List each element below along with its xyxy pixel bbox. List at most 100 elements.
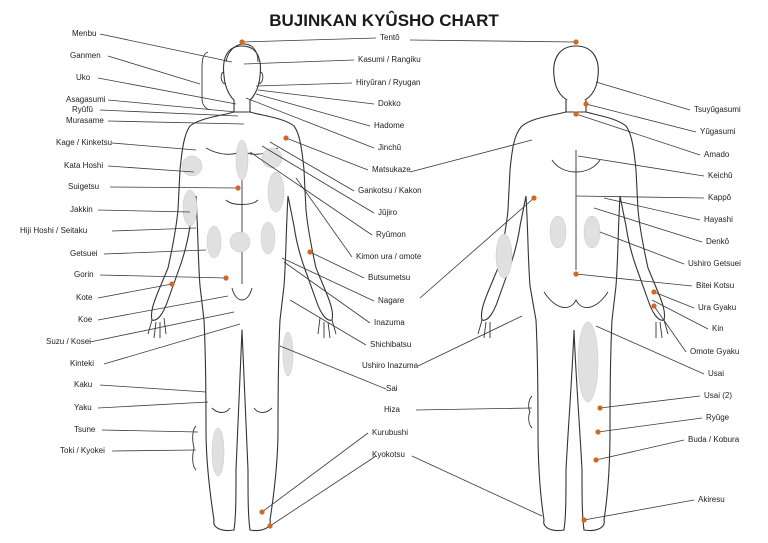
- connector-line: [599, 395, 701, 409]
- pressure-point-dot: [267, 523, 273, 529]
- connector-line: [283, 261, 371, 324]
- label-kote: Kote: [76, 293, 93, 302]
- label-asagasumi: Asagasumi: [66, 95, 106, 104]
- label-gorin: Gorin: [74, 270, 94, 279]
- label-inazuma: Inazuma: [374, 318, 405, 327]
- connector-line: [261, 145, 375, 214]
- label-menbu: Menbu: [72, 29, 96, 38]
- connector-line: [285, 137, 369, 171]
- connector-line: [593, 207, 703, 243]
- label-buda-kobura: Buda / Kobura: [688, 435, 740, 444]
- label-ushiro-getsuei: Ushiro Getsuei: [688, 259, 741, 268]
- connector-line: [417, 315, 523, 367]
- label-kage-kinketsu: Kage / Kinketsu: [56, 138, 112, 147]
- label-kappo: Kappô: [708, 193, 732, 202]
- label-kyokotsu: Kyokotsu: [372, 450, 405, 459]
- connector-line: [603, 197, 701, 221]
- label-ryufu: Ryûfû: [72, 105, 93, 114]
- connector-line: [97, 295, 229, 321]
- label-hiza: Hiza: [384, 405, 401, 414]
- connector-line: [107, 120, 245, 125]
- label-shichibatsu: Shichibatsu: [370, 340, 411, 349]
- pressure-point-dot: [595, 429, 601, 435]
- connector-line: [97, 209, 191, 213]
- label-kata-hoshi: Kata Hoshi: [64, 161, 103, 170]
- label-akiresu: Akiresu: [698, 495, 725, 504]
- connector-line: [575, 273, 693, 287]
- connector-line: [99, 109, 239, 117]
- connector-line: [583, 499, 695, 521]
- label-hadome: Hadome: [374, 121, 405, 130]
- connector-line: [597, 417, 703, 433]
- label-jakkin: Jakkin: [70, 205, 93, 214]
- pressure-point-dot: [259, 509, 265, 515]
- connector-line: [595, 81, 691, 111]
- label-kinteki: Kinteki: [70, 359, 94, 368]
- pressure-point-dot: [283, 135, 289, 141]
- pressure-point-dot: [239, 39, 245, 45]
- connector-line: [409, 39, 577, 43]
- connector-line: [289, 299, 367, 346]
- pressure-point-dot: [573, 111, 579, 117]
- connector-line: [411, 455, 543, 517]
- connector-line: [99, 384, 207, 393]
- connector-line: [261, 432, 369, 513]
- connector-line: [269, 141, 355, 192]
- label-suigetsu: Suigetsu: [68, 182, 99, 191]
- label-kasumi-rangiku: Kasumi / Rangiku: [358, 55, 421, 64]
- right-labels: Tsuyûgasumi Yûgasumi Amado Keichû Kappô …: [688, 105, 741, 504]
- connector-line: [595, 439, 685, 461]
- connector-line: [269, 455, 377, 527]
- label-omote-gyaku: Omote Gyaku: [690, 347, 739, 356]
- label-tento: Tentô: [380, 33, 400, 42]
- connector-line: [651, 299, 709, 330]
- label-hayashi: Hayashi: [704, 215, 733, 224]
- label-usai-2: Usai (2): [704, 391, 732, 400]
- pressure-point-dot: [307, 249, 313, 255]
- connector-line: [577, 155, 705, 177]
- connector-line: [249, 151, 373, 236]
- connector-line: [575, 195, 705, 199]
- connector-line: [279, 345, 387, 390]
- label-kimon-ura-omote: Kimon ura / omote: [356, 252, 422, 261]
- front-figure: [147, 43, 337, 532]
- label-ura-gyaku: Ura Gyaku: [698, 303, 736, 312]
- connector-lines: [89, 33, 709, 527]
- connector-line: [107, 55, 201, 85]
- connector-line: [97, 283, 173, 299]
- connector-line: [107, 99, 237, 113]
- label-denko: Denkô: [706, 237, 730, 246]
- label-hiji-hoshi-seitaku: Hiji Hoshi / Seitaku: [20, 226, 87, 235]
- pressure-point-dot: [223, 275, 229, 281]
- label-jujiro: Jûjiro: [378, 208, 398, 217]
- connector-line: [111, 142, 197, 151]
- connector-line: [255, 82, 353, 87]
- label-getsuei: Getsuei: [70, 249, 98, 258]
- connector-line: [419, 197, 535, 299]
- connector-line: [409, 139, 533, 173]
- label-toki-kyokei: Toki / Kyokei: [60, 446, 105, 455]
- label-butsumetsu: Butsumetsu: [368, 273, 410, 282]
- label-ryuge: Ryûge: [706, 413, 730, 422]
- label-jinchu: Jinchû: [378, 143, 401, 152]
- label-tsuyugasumi: Tsuyûgasumi: [694, 105, 741, 114]
- connector-line: [103, 249, 207, 255]
- connector-line: [101, 429, 199, 433]
- connector-line: [107, 165, 195, 173]
- connector-line: [103, 323, 241, 365]
- pressure-point-dot: [651, 303, 657, 309]
- label-sai: Sai: [386, 384, 398, 393]
- pressure-point-dot: [169, 281, 175, 287]
- connector-line: [97, 77, 237, 105]
- connector-line: [257, 89, 375, 105]
- label-murasame: Murasame: [66, 116, 104, 125]
- connector-line: [653, 305, 687, 353]
- connector-line: [109, 186, 239, 189]
- connector-line: [89, 311, 235, 343]
- label-tsune: Tsune: [74, 425, 96, 434]
- label-uko: Uko: [76, 73, 91, 82]
- connector-line: [595, 325, 705, 375]
- connector-line: [111, 449, 197, 452]
- left-labels: Menbu Ganmen Uko Asagasumi Ryûfû Murasam…: [20, 29, 112, 455]
